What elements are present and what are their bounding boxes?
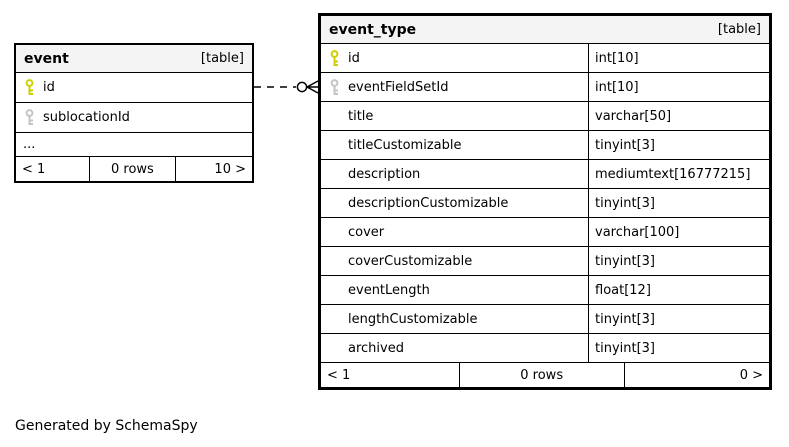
column-type: varchar[100] [595, 224, 680, 240]
column-name: descriptionCustomizable [348, 195, 509, 211]
column-row: cover varchar[100] [321, 218, 769, 247]
column-type: int[10] [595, 50, 639, 66]
column-type: mediumtext[16777215] [595, 166, 751, 182]
column-row: sublocationId [16, 103, 252, 133]
column-type-cell: tinyint[3] [588, 305, 769, 333]
column-name-cell: descriptionCustomizable [321, 189, 588, 217]
table-name[interactable]: event [24, 50, 69, 67]
column-name-cell: lengthCustomizable [321, 305, 588, 333]
column-name: eventLength [348, 282, 430, 298]
column-type-cell: mediumtext[16777215] [588, 160, 769, 188]
column-type: varchar[50] [595, 108, 672, 124]
column-type: tinyint[3] [595, 253, 656, 269]
column-type-cell: tinyint[3] [588, 131, 769, 159]
table-columns: id int[10] eventFieldSetId int[10] title… [321, 44, 769, 363]
column-type-cell: tinyint[3] [588, 334, 769, 362]
column-name: cover [348, 224, 385, 240]
column-name-cell: eventFieldSetId [321, 73, 588, 101]
paginator-next[interactable]: 0 > [739, 367, 763, 383]
relationship-connector-icon [254, 80, 319, 94]
column-name-cell: cover [321, 218, 588, 246]
table-name[interactable]: event_type [329, 21, 417, 38]
column-type: float[12] [595, 282, 651, 298]
column-type-cell: int[10] [588, 44, 769, 72]
table-columns: id sublocationId ... [16, 73, 252, 157]
column-type: tinyint[3] [595, 340, 656, 356]
column-name-cell: title [321, 102, 588, 130]
table-event_type[interactable]: event_type [table] id int[10] eventField… [318, 13, 772, 390]
column-type-cell: varchar[100] [588, 218, 769, 246]
column-type-cell: float[12] [588, 276, 769, 304]
column-name: lengthCustomizable [348, 311, 478, 327]
column-type-cell: int[10] [588, 73, 769, 101]
table-type-badge: [table] [717, 22, 761, 37]
paginator-row-count: 0 rows [460, 363, 625, 387]
column-row: descriptionCustomizable tinyint[3] [321, 189, 769, 218]
column-row: title varchar[50] [321, 102, 769, 131]
column-row: eventFieldSetId int[10] [321, 73, 769, 102]
column-type: tinyint[3] [595, 137, 656, 153]
column-type: tinyint[3] [595, 311, 656, 327]
primary-key-icon [23, 79, 36, 96]
more-columns-row: ... [16, 133, 252, 157]
column-type-cell: tinyint[3] [588, 247, 769, 275]
column-row: id [16, 73, 252, 103]
column-name-cell: id [16, 73, 252, 102]
foreign-key-icon [23, 109, 36, 126]
column-row: description mediumtext[16777215] [321, 160, 769, 189]
column-name-cell: id [321, 44, 588, 72]
column-type-cell: varchar[50] [588, 102, 769, 130]
table-event[interactable]: event [table] id sublocationId ... [14, 43, 254, 183]
paginator-row-count: 0 rows [90, 157, 177, 181]
column-name: description [348, 166, 421, 182]
column-row: lengthCustomizable tinyint[3] [321, 305, 769, 334]
column-name-cell: coverCustomizable [321, 247, 588, 275]
column-name-cell: sublocationId [16, 103, 252, 132]
column-name: sublocationId [43, 110, 130, 125]
column-name-cell: description [321, 160, 588, 188]
table-type-badge: [table] [200, 51, 244, 66]
paginator-next[interactable]: 10 > [214, 161, 246, 177]
table-paginator: < 1 0 rows 0 > [321, 363, 769, 387]
column-name-cell: ... [16, 133, 252, 156]
column-name: titleCustomizable [348, 137, 462, 153]
paginator-prev[interactable]: < 1 [321, 363, 460, 387]
table-header: event [table] [16, 45, 252, 73]
column-type-cell: tinyint[3] [588, 189, 769, 217]
column-name: title [348, 108, 374, 124]
column-row: eventLength float[12] [321, 276, 769, 305]
column-name-cell: archived [321, 334, 588, 362]
column-name: archived [348, 340, 404, 356]
paginator-prev[interactable]: < 1 [16, 157, 90, 181]
generated-by-note: Generated by SchemaSpy [15, 418, 198, 434]
column-name: id [348, 50, 360, 66]
column-name: id [43, 80, 55, 95]
column-name: eventFieldSetId [348, 79, 449, 95]
column-row: titleCustomizable tinyint[3] [321, 131, 769, 160]
column-name: ... [23, 137, 36, 152]
foreign-key-icon [328, 78, 341, 96]
column-name-cell: eventLength [321, 276, 588, 304]
table-paginator: < 1 0 rows 10 > [16, 157, 252, 181]
column-row: archived tinyint[3] [321, 334, 769, 363]
column-name: coverCustomizable [348, 253, 473, 269]
column-type: tinyint[3] [595, 195, 656, 211]
table-header: event_type [table] [321, 16, 769, 44]
column-type: int[10] [595, 79, 639, 95]
column-row: coverCustomizable tinyint[3] [321, 247, 769, 276]
column-name-cell: titleCustomizable [321, 131, 588, 159]
primary-key-icon [328, 49, 341, 67]
column-row: id int[10] [321, 44, 769, 73]
